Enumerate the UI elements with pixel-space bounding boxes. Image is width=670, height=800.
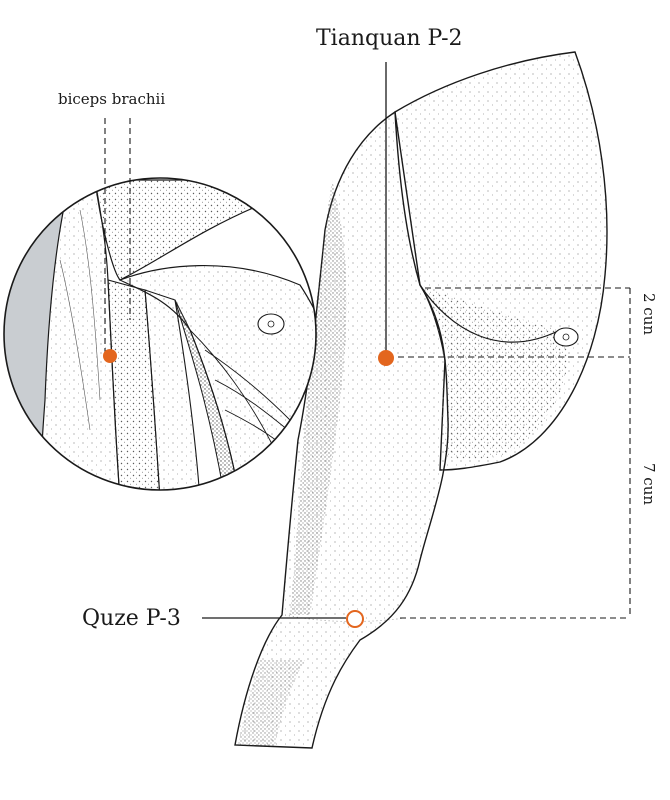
- inset-point: [103, 349, 117, 363]
- quze-label: Quze P-3: [82, 606, 181, 631]
- two-cun-label: 2 cun: [640, 292, 659, 336]
- seven-cun-label: 7 cun: [640, 462, 659, 506]
- quze-point: [346, 610, 364, 628]
- chest-shading: [420, 285, 568, 460]
- pectoral-fold: [419, 284, 561, 343]
- inset-border: [3, 177, 317, 491]
- tianquan-label: Tianquan P-2: [316, 26, 463, 51]
- tianquan-point: [378, 350, 394, 366]
- biceps-inset: [4, 178, 316, 490]
- elbow-crease: [284, 614, 406, 622]
- inset-nipple-icon: [257, 313, 285, 335]
- nipple-icon: [553, 327, 579, 347]
- biceps-brachii-label: biceps brachii: [58, 90, 166, 108]
- arm-shading: [290, 180, 347, 615]
- forearm-shading: [238, 660, 305, 746]
